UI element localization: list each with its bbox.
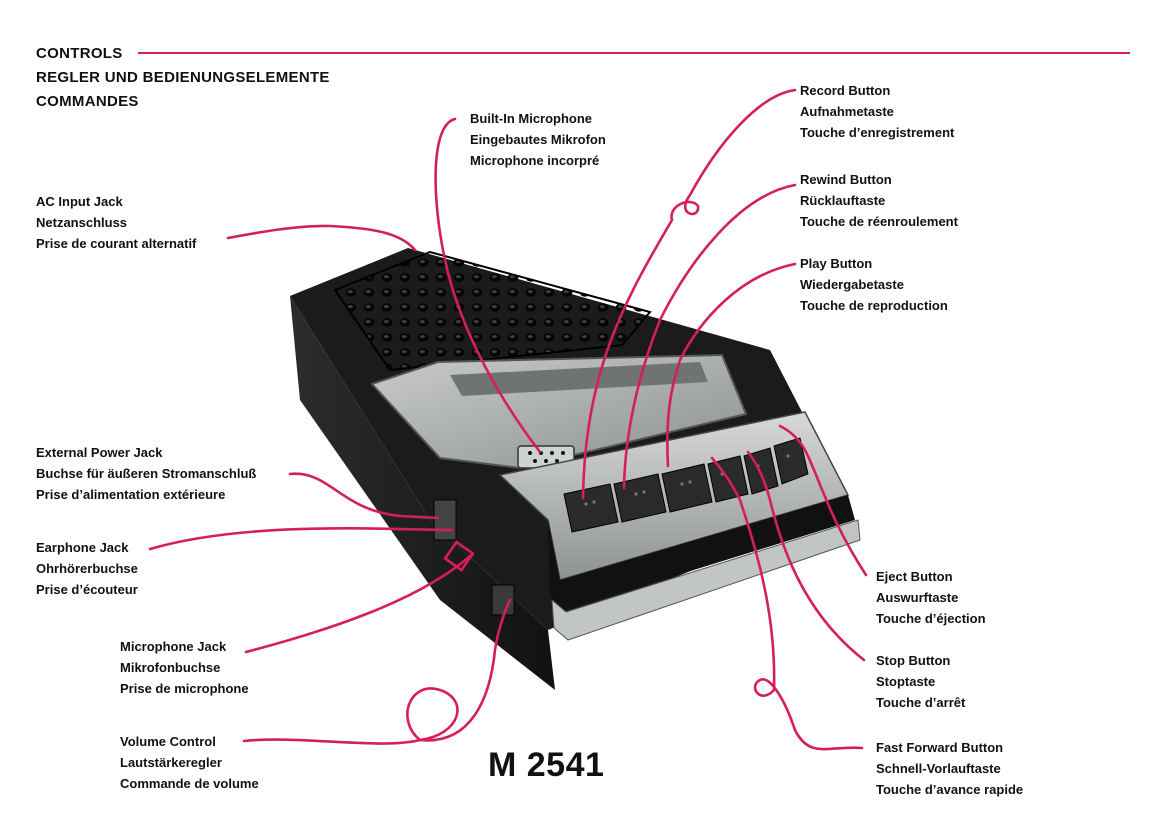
leader-ext-power <box>288 472 440 520</box>
label-earphone-fr: Prise d’écouteur <box>36 582 138 597</box>
label-play-en: Play Button <box>800 256 873 271</box>
label-ffwd-fr: Touche d’avance rapide <box>876 782 1024 797</box>
label-built-in-microphone: Built-In Microphone Eingebautes Mikrofon… <box>470 108 606 171</box>
leader-eject <box>778 424 868 577</box>
leader-ac-input <box>226 224 417 252</box>
leader-play <box>666 262 797 468</box>
model-number: M 2541 <box>488 746 605 784</box>
label-volume-en: Volume Control <box>120 734 216 749</box>
label-volume-de: Lautstärkeregler <box>120 755 222 770</box>
leader-stop <box>746 450 866 662</box>
label-ext-power-de: Buchse für äußeren Stromanschluß <box>36 466 257 481</box>
label-earphone-de: Ohrhörerbuchse <box>36 561 138 576</box>
label-ext-power-fr: Prise d’alimentation extérieure <box>36 487 226 502</box>
label-microphone-jack: Microphone Jack Mikrofonbuchse Prise de … <box>120 636 249 699</box>
label-stop-fr: Touche d’arrêt <box>876 695 966 710</box>
recorder-body-side <box>290 296 555 690</box>
label-rewind-de: Rücklauftaste <box>800 193 886 208</box>
header-title-fr: COMMANDES <box>36 93 139 110</box>
label-ac-input-fr: Prise de courant alternatif <box>36 236 197 251</box>
label-ffwd-en: Fast Forward Button <box>876 740 1004 755</box>
leader-mic-jack <box>244 554 472 654</box>
label-mic-jack-en: Microphone Jack <box>120 639 227 654</box>
label-eject-button: Eject Button Auswurftaste Touche d’éject… <box>876 566 986 629</box>
label-mic-jack-fr: Prise de microphone <box>120 681 249 696</box>
label-play-fr: Touche de reproduction <box>800 298 948 313</box>
label-ac-input-jack: AC Input Jack Netzanschluss Prise de cou… <box>36 191 196 254</box>
header-title-de: REGLER UND BEDIENUNGSELEMENTE <box>36 69 330 86</box>
label-ffwd-de: Schnell-Vorlauftaste <box>876 761 1001 776</box>
header-rule <box>138 52 1130 54</box>
label-stop-en: Stop Button <box>876 653 951 668</box>
leader-microphone <box>434 117 542 454</box>
label-mic-jack-de: Mikrofonbuchse <box>120 660 221 675</box>
label-rewind-fr: Touche de réenroulement <box>800 214 958 229</box>
label-microphone-en: Built-In Microphone <box>470 111 593 126</box>
label-eject-fr: Touche d’éjection <box>876 611 986 626</box>
label-external-power-jack: External Power Jack Buchse für äußeren S… <box>36 442 256 505</box>
label-microphone-de: Eingebautes Mikrofon <box>470 132 606 147</box>
label-play-button: Play Button Wiedergabetaste Touche de re… <box>800 253 948 316</box>
leader-rewind <box>622 183 797 490</box>
label-microphone-fr: Microphone incorpré <box>470 153 600 168</box>
label-ac-input-de: Netzanschluss <box>36 215 128 230</box>
speaker-grille <box>333 250 652 372</box>
leader-record <box>581 88 797 500</box>
label-stop-de: Stoptaste <box>876 674 936 689</box>
label-record-button: Record Button Aufnahmetaste Touche d’enr… <box>800 80 954 143</box>
label-volume-fr: Commande de volume <box>120 776 259 791</box>
label-eject-de: Auswurftaste <box>876 590 959 605</box>
label-stop-button: Stop Button Stoptaste Touche d’arrêt <box>876 650 965 713</box>
label-record-en: Record Button <box>800 83 891 98</box>
page-header: CONTROLS REGLER UND BEDIENUNGSELEMENTE C… <box>36 42 330 114</box>
leader-earphone <box>148 527 454 551</box>
label-rewind-en: Rewind Button <box>800 172 892 187</box>
label-earphone-en: Earphone Jack <box>36 540 129 555</box>
piano-keys <box>563 437 809 533</box>
label-volume-control: Volume Control Lautstärkeregler Commande… <box>120 731 259 794</box>
leader-volume <box>242 598 512 745</box>
label-play-de: Wiedergabetaste <box>800 277 904 292</box>
label-fast-forward-button: Fast Forward Button Schnell-Vorlauftaste… <box>876 737 1023 800</box>
side-jack-panel <box>433 499 457 541</box>
leader-ffwd <box>710 456 864 751</box>
label-earphone-jack: Earphone Jack Ohrhörerbuchse Prise d’éco… <box>36 537 138 600</box>
label-rewind-button: Rewind Button Rücklauftaste Touche de ré… <box>800 169 958 232</box>
label-record-fr: Touche d’enregistrement <box>800 125 955 140</box>
label-ac-input-en: AC Input Jack <box>36 194 123 209</box>
label-record-de: Aufnahmetaste <box>800 104 894 119</box>
label-eject-en: Eject Button <box>876 569 953 584</box>
header-title-en: CONTROLS <box>36 45 123 62</box>
label-ext-power-en: External Power Jack <box>36 445 163 460</box>
